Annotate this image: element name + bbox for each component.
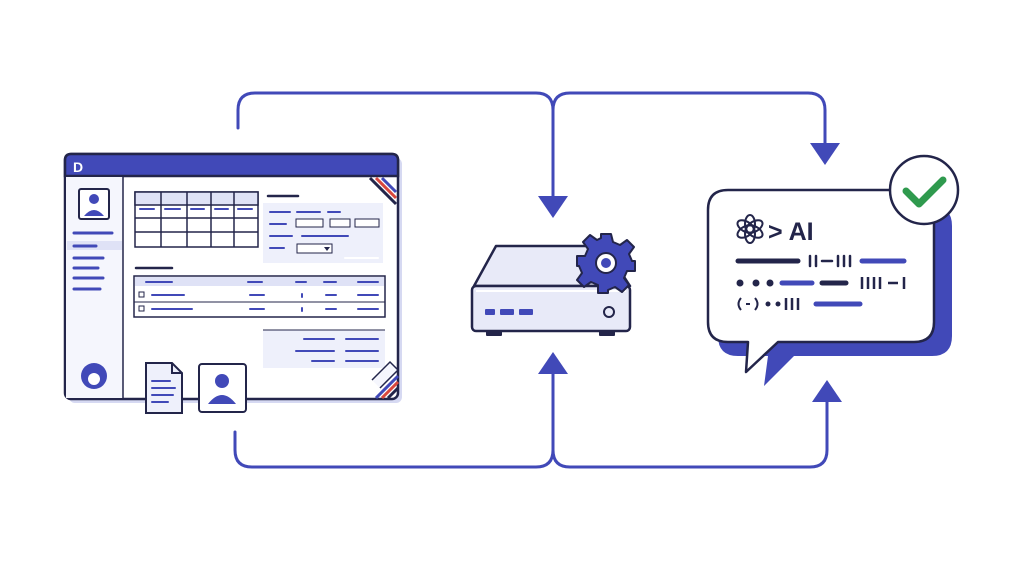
document-icon: [151, 380, 176, 403]
form-panel: [263, 194, 383, 263]
arrow-ai-to-server-bottom: [551, 398, 829, 469]
chevron-down-icon: [324, 247, 330, 251]
document-card: [145, 362, 183, 414]
arrowhead-ai-bottom: [812, 380, 842, 402]
checkbox: [138, 291, 145, 298]
ai-response-line-1: [735, 254, 907, 268]
sidebar-avatar: [78, 188, 110, 220]
arrow-app-to-server-top: [236, 91, 555, 200]
user-icon: [208, 374, 236, 404]
arrowhead-server-top: [538, 196, 568, 218]
ai-bubble: > AI: [706, 154, 960, 386]
sidebar-app-icon: [81, 363, 107, 389]
form-field: [295, 218, 324, 228]
ai-label: > AI: [768, 218, 814, 246]
checkbox: [138, 305, 145, 312]
arrow-to-ai-top: [551, 91, 827, 147]
arrow-app-to-server-bottom: [233, 370, 555, 469]
ai-response-line-2: [736, 277, 906, 289]
arrowheads: [538, 143, 842, 402]
form-dropdown: [296, 243, 333, 254]
summary-panel: [263, 329, 385, 368]
connectors: [233, 91, 829, 469]
form-field: [329, 218, 351, 228]
server-front: [470, 284, 632, 333]
sidebar-menu: [67, 231, 122, 291]
user-card: [198, 363, 247, 413]
gear-icon: [576, 233, 636, 294]
openai-logo-icon: [736, 214, 764, 244]
arrowhead-ai-top: [810, 143, 840, 165]
server-box: [470, 233, 636, 336]
check-badge: [888, 154, 960, 226]
list-table: [133, 266, 386, 318]
check-icon: [902, 176, 947, 208]
data-grid: [134, 191, 259, 248]
window-title-bar: [63, 152, 400, 178]
server-ports: [485, 309, 533, 315]
power-button: [603, 306, 615, 318]
form-field: [354, 218, 380, 228]
app-window: D: [63, 152, 402, 414]
ai-response-line-3: [737, 297, 863, 311]
arrowhead-server-bottom: [538, 352, 568, 374]
corner-ribbon-top: [368, 176, 398, 206]
user-icon: [89, 194, 99, 204]
app-logo: D: [73, 159, 83, 175]
corner-ribbon-bottom: [371, 360, 400, 400]
